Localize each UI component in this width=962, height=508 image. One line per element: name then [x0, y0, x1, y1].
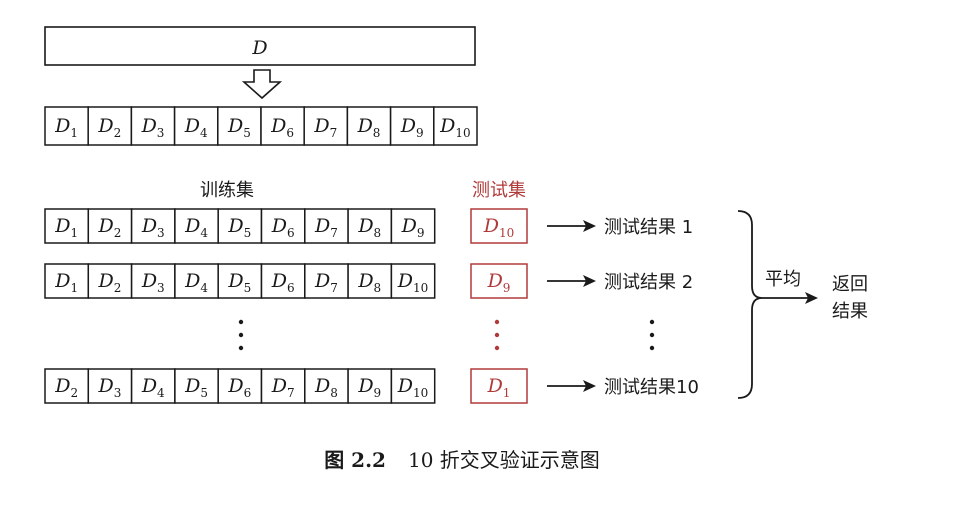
train-cell-label: D7: [314, 270, 338, 295]
figure-number: 图 2.2: [324, 448, 386, 472]
test-cell: [470, 263, 528, 299]
train-cell-label: D5: [227, 270, 251, 295]
train-cell-label: D2: [98, 215, 122, 240]
fold-row: D2 D3 D4 D5 D6 D7 D8 D9 D10 D1 测试结果10: [44, 368, 699, 404]
train-cell-label: D2: [54, 375, 78, 400]
final-result-line1: 返回: [832, 274, 868, 295]
train-cell: [304, 368, 349, 404]
split-cell-label: D6: [270, 115, 294, 140]
train-cell: [130, 263, 176, 299]
final-result-line2: 结果: [832, 301, 868, 322]
train-cell: [174, 208, 219, 244]
test-result-label: 测试结果10: [604, 377, 699, 398]
results-brace: [737, 210, 763, 399]
train-ellipsis: [238, 319, 244, 351]
split-cell-label: D1: [54, 115, 78, 140]
split-cell: [44, 106, 89, 146]
train-cell-label: D8: [357, 215, 381, 240]
train-cell-label: D10: [397, 375, 429, 400]
train-cell: [347, 263, 393, 299]
train-cell-label: D7: [314, 215, 338, 240]
test-cell-label: D9: [487, 270, 511, 295]
train-set-label: 训练集: [200, 180, 254, 201]
split-cell: [87, 106, 133, 146]
split-cell: [260, 106, 305, 146]
train-cell: [304, 263, 349, 299]
train-cell: [217, 368, 263, 404]
train-cell: [87, 263, 133, 299]
train-cell-label: D8: [314, 375, 338, 400]
split-cell: [217, 106, 262, 146]
train-cell: [304, 208, 349, 244]
train-cell: [87, 208, 133, 244]
fold-row: D1 D2 D3 D4 D5 D6 D7 D8 D9 D10 测试结果 1: [44, 208, 693, 244]
result-arrow-head-icon: [583, 220, 596, 232]
split-cell: [433, 106, 478, 146]
full-dataset-label: D: [251, 37, 267, 59]
train-cell: [174, 368, 219, 404]
train-cell-label: D4: [184, 215, 208, 240]
result-arrow-head-icon: [583, 380, 596, 392]
split-cell-label: D4: [184, 115, 208, 140]
train-cell: [390, 208, 436, 244]
split-arrow-icon: [241, 69, 283, 100]
train-cell-label: D10: [397, 270, 429, 295]
train-cell: [130, 368, 176, 404]
split-cell-label: D9: [400, 115, 424, 140]
train-cell: [217, 208, 263, 244]
test-cell-label: D10: [483, 215, 515, 240]
test-result-label: 测试结果 1: [604, 217, 693, 238]
split-cell-label: D2: [97, 115, 121, 140]
split-cell-label: D3: [141, 115, 165, 140]
train-cell: [130, 208, 176, 244]
result-arrow-head-icon: [583, 275, 596, 287]
train-cell-label: D1: [54, 215, 78, 240]
train-cell-label: D1: [54, 270, 78, 295]
figure-title: 10 折交叉验证示意图: [408, 448, 600, 472]
train-cell-label: D3: [141, 215, 165, 240]
train-cell-label: D6: [271, 270, 295, 295]
full-dataset-box: [44, 26, 476, 66]
train-cell: [260, 368, 306, 404]
test-cell: [470, 208, 528, 244]
test-set-label: 测试集: [472, 180, 526, 201]
train-cell: [347, 368, 393, 404]
split-cell-label: D5: [227, 115, 251, 140]
train-cell: [390, 263, 436, 299]
test-cell: [470, 368, 528, 404]
train-cell-label: D4: [141, 375, 165, 400]
figure-caption: 图 2.2 10 折交叉验证示意图: [324, 448, 600, 472]
train-cell: [390, 368, 436, 404]
train-cell-label: D5: [184, 375, 208, 400]
average-arrow-head-icon: [805, 292, 818, 304]
split-cell: [173, 106, 219, 146]
train-cell-label: D9: [401, 215, 425, 240]
split-cell-label: D10: [439, 115, 471, 140]
split-cell-label: D7: [313, 115, 337, 140]
train-cell-label: D6: [271, 215, 295, 240]
test-ellipsis: [494, 319, 500, 351]
test-result-label: 测试结果 2: [604, 272, 693, 293]
train-cell-label: D7: [271, 375, 295, 400]
split-row: D1 D2 D3 D4 D5 D6 D7 D8 D9 D10: [44, 106, 478, 146]
split-cell-label: D8: [357, 115, 381, 140]
train-cell-label: D3: [141, 270, 165, 295]
train-cell-label: D3: [98, 375, 122, 400]
split-cell: [130, 106, 176, 146]
split-cell: [389, 106, 435, 146]
train-cell: [347, 208, 393, 244]
train-cell-label: D5: [227, 215, 251, 240]
train-cell-label: D4: [184, 270, 208, 295]
result-ellipsis: [649, 319, 655, 351]
train-cell-label: D6: [227, 375, 251, 400]
train-cell-label: D9: [357, 375, 381, 400]
fold-row: D1 D2 D3 D4 D5 D6 D7 D8 D10 D9 测试结果 2: [44, 263, 693, 299]
average-label: 平均: [765, 269, 801, 290]
test-cell-label: D1: [487, 375, 511, 400]
train-cell-label: D2: [98, 270, 122, 295]
train-cell-label: D8: [357, 270, 381, 295]
